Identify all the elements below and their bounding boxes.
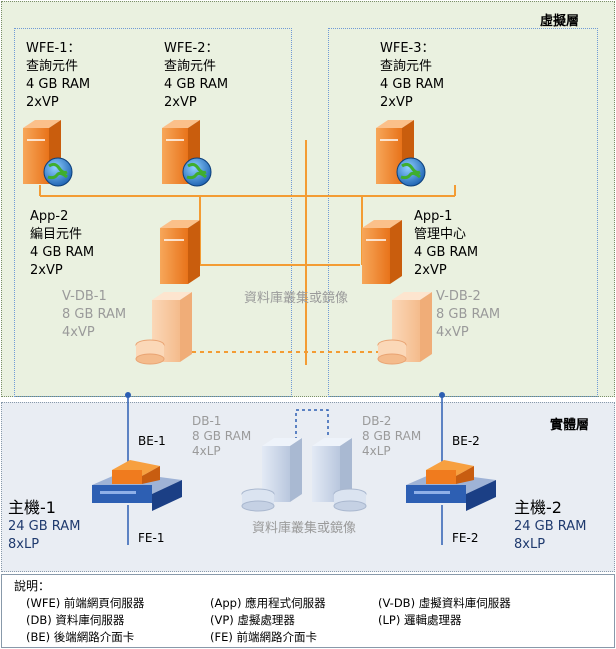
host2-cpu: 8xLP: [514, 537, 546, 552]
host1-hardware-icon: [92, 460, 182, 511]
host2-hardware-icon: [406, 460, 496, 511]
app1-server-icon: [362, 220, 402, 284]
host1-heat-block: [112, 460, 160, 484]
vdb2-server-icon: [377, 292, 432, 365]
db1-server-icon: [241, 438, 302, 512]
host2-be-label: BE-2: [452, 434, 480, 448]
host2-fe-label: FE-2: [452, 531, 479, 545]
legend-title: 說明：: [14, 579, 51, 593]
host1-fe-label: FE-1: [138, 531, 165, 545]
legend-item-lp: (LP) 邏輯處理器: [378, 613, 462, 627]
host2-label: 主機-2 24 GB RAM 8xLP: [514, 498, 586, 554]
host2-ram: 24 GB RAM: [514, 519, 587, 534]
host1-be-label: BE-1: [138, 434, 166, 448]
virtual-cluster-label: 資料庫叢集或鏡像: [244, 291, 349, 306]
legend-item-wfe: (WFE) 前端網頁伺服器: [26, 596, 145, 610]
physical-cluster-link: [295, 409, 329, 440]
legend-item-be: (BE) 後端網路介面卡: [26, 630, 135, 644]
legend-item-vdb: (V-DB) 虛擬資料庫伺服器: [378, 596, 511, 610]
wfe3-server-icon: [376, 120, 426, 187]
physical-cluster-label: 資料庫叢集或鏡像: [252, 521, 357, 536]
host1-name: 主機-1: [8, 498, 56, 517]
db2-server-icon: [312, 438, 367, 512]
vdb1-server-icon: [135, 292, 192, 365]
host1-label: 主機-1 24 GB RAM 8xLP: [8, 498, 80, 554]
legend-item-app: (App) 應用程式伺服器: [210, 596, 326, 610]
legend-item-db: (DB) 資料庫伺服器: [26, 613, 125, 627]
host1-ram: 24 GB RAM: [8, 519, 81, 534]
host2-name: 主機-2: [514, 498, 562, 517]
virtual-layer: [1, 1, 615, 397]
app2-server-icon: [160, 220, 200, 284]
host1-cpu: 8xLP: [8, 537, 40, 552]
host1-virtual-box: [14, 28, 292, 397]
legend-item-vp: (VP) 虛擬處理器: [210, 613, 295, 627]
legend: [1, 574, 615, 648]
wfe2-server-icon: [162, 120, 212, 187]
legend-item-fe: (FE) 前端網路介面卡: [210, 630, 318, 644]
virtual-layer-title: 虛擬層: [540, 14, 580, 29]
physical-layer-title: 實體層: [550, 418, 590, 433]
host2-virtual-box: [328, 28, 598, 397]
host2-heat-block: [426, 460, 474, 484]
wfe1-server-icon: [23, 120, 73, 187]
